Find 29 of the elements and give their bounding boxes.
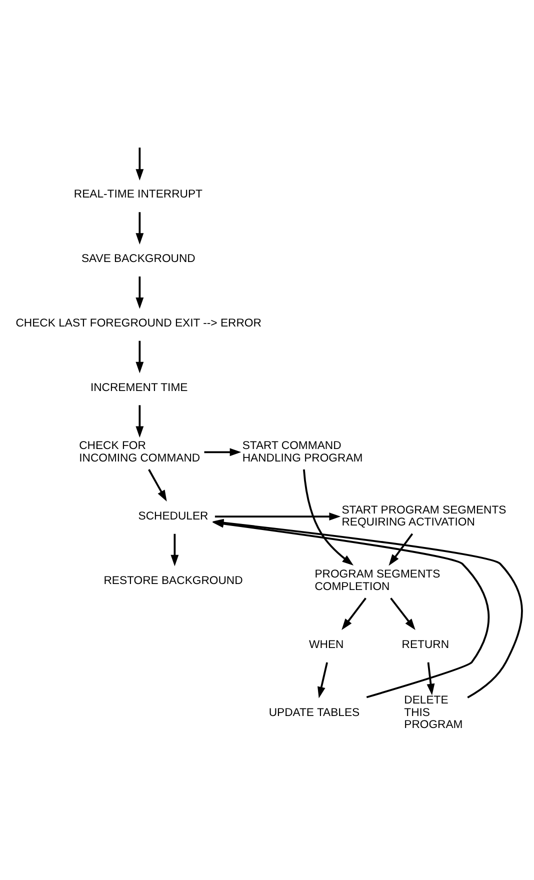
node-text: DELETE THIS PROGRAM: [404, 694, 463, 732]
arrow: [214, 512, 341, 520]
node-text: RETURN: [402, 639, 450, 652]
node-text: UPDATE TABLES: [268, 706, 360, 719]
arrow: [390, 598, 416, 630]
node-text: START PROGRAM SEGMENTS REQUIRING ACTIVATION: [342, 504, 506, 529]
arrow: [342, 598, 366, 630]
arrow: [426, 662, 435, 696]
arrow: [136, 212, 144, 245]
node-text: PROGRAM SEGMENTS COMPLETION: [314, 568, 440, 593]
node-text: CHECK FOR INCOMING COMMAND: [79, 440, 200, 464]
arrow: [388, 533, 414, 566]
node-text: REAL-TIME INTERRUPT: [74, 188, 202, 201]
node-text: SAVE BACKGROUND: [81, 253, 196, 266]
node-text: INCREMENT TIME: [90, 382, 188, 394]
arrow: [136, 148, 144, 181]
arrow: [204, 448, 242, 456]
node-text: RESTORE BACKGROUND: [104, 574, 243, 587]
arrow: [302, 469, 354, 566]
node-text: WHEN: [309, 639, 344, 652]
arrow: [136, 340, 144, 374]
arrow: [148, 469, 167, 502]
node-text: SCHEDULER: [138, 510, 208, 522]
node-text: START COMMAND HANDLING PROGRAM: [242, 440, 363, 464]
arrow: [136, 405, 144, 438]
arrow: [318, 662, 328, 698]
arrow: [170, 534, 179, 566]
arrow: [136, 276, 144, 309]
node-text: CHECK LAST FOREGROUND EXIT --> ERROR: [16, 317, 262, 330]
